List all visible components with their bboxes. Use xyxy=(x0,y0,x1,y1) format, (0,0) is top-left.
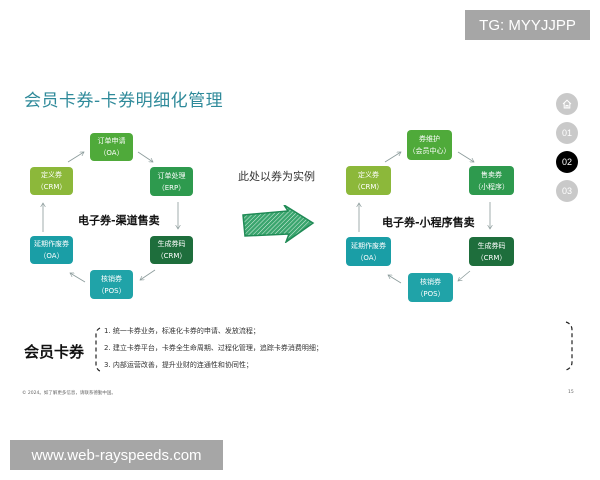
page-number: 15 xyxy=(568,390,574,395)
node-name: 生成券码 xyxy=(157,240,186,248)
node-system: （CRM） xyxy=(156,252,187,260)
node-redeem-coupon: 核销券 （POS） xyxy=(90,270,133,299)
node-extend-void-coupon: 延期作废券 （OA） xyxy=(30,236,73,264)
node-define-coupon: 定义券 （CRM） xyxy=(346,166,391,195)
nav-item-03[interactable]: 03 xyxy=(556,180,578,202)
node-generate-code: 生成券码 （CRM） xyxy=(469,237,514,266)
node-name: 订单申请 xyxy=(97,137,126,145)
node-order-request: 订单申请 （OA） xyxy=(90,133,133,161)
node-extend-void-coupon: 延期作废券 （OA） xyxy=(346,237,391,266)
node-name: 券维护 xyxy=(419,135,440,143)
node-system: （POS） xyxy=(97,286,126,295)
node-name: 生成券码 xyxy=(477,241,506,250)
node-name: 售卖券 xyxy=(481,170,502,179)
section-label: 会员卡券 xyxy=(24,343,85,361)
list-item: 1. 统一卡券业务，标准化卡券的申请、发放流程； xyxy=(104,327,260,335)
node-name: 核销券 xyxy=(101,274,122,283)
node-system: （CRM） xyxy=(476,253,507,262)
nav-item-02[interactable]: 02 xyxy=(556,151,578,173)
node-define-coupon: 定义券 （CRM） xyxy=(30,167,73,195)
node-name: 延期作废券 xyxy=(34,240,69,248)
node-system: （CRM） xyxy=(353,182,384,191)
node-system: （POS） xyxy=(416,289,445,298)
footer-copyright: © 2024。如了解更多信息，请联系德勤中国。 xyxy=(22,391,116,396)
node-system: （CRM） xyxy=(36,183,67,191)
slide-title: 会员卡券-卡券明细化管理 xyxy=(24,91,224,111)
node-order-processing: 订单处理 （ERP） xyxy=(150,167,193,196)
nav-item-01[interactable]: 01 xyxy=(556,122,578,144)
node-system: （小程序） xyxy=(474,182,509,191)
section-list: 1. 统一卡券业务，标准化卡券的申请、发放流程； 2. 建立卡券平台，卡券全生命… xyxy=(104,323,323,374)
home-icon xyxy=(562,99,572,109)
node-name: 定义券 xyxy=(358,170,379,179)
watermark-bottom-left: www.web-rayspeeds.com xyxy=(10,440,223,470)
node-system: （OA） xyxy=(39,252,64,260)
diagram-center-label: 电子券-小程序售卖 xyxy=(382,216,475,229)
watermark-top-right: TG: MYYJJPP xyxy=(465,10,590,40)
node-generate-code: 生成券码 （CRM） xyxy=(150,236,193,264)
node-system: （会员中心） xyxy=(408,147,451,155)
hatched-arrow-right-icon xyxy=(242,205,315,243)
node-system: （OA） xyxy=(356,253,381,262)
diagram-center-label: 电子券-渠道售卖 xyxy=(78,214,160,227)
node-name: 延期作废券 xyxy=(351,241,386,250)
node-system: （OA） xyxy=(99,149,124,157)
node-sell-coupon: 售卖券 （小程序） xyxy=(469,166,514,195)
list-item: 3. 内部运营改善，提升业财的连通性和协同性； xyxy=(104,361,253,369)
example-note: 此处以券为实例 xyxy=(238,170,315,183)
list-item: 2. 建立卡券平台，卡券全生命周期、过程化管理，追踪卡券消费明细； xyxy=(104,344,323,352)
node-name: 核销券 xyxy=(420,277,441,286)
node-name: 订单处理 xyxy=(157,171,186,180)
node-system: （ERP） xyxy=(157,183,186,192)
node-coupon-maintenance: 券维护 （会员中心） xyxy=(407,130,452,160)
node-name: 定义券 xyxy=(41,171,62,179)
nav-home-button[interactable] xyxy=(556,93,578,115)
node-redeem-coupon: 核销券 （POS） xyxy=(408,273,453,302)
